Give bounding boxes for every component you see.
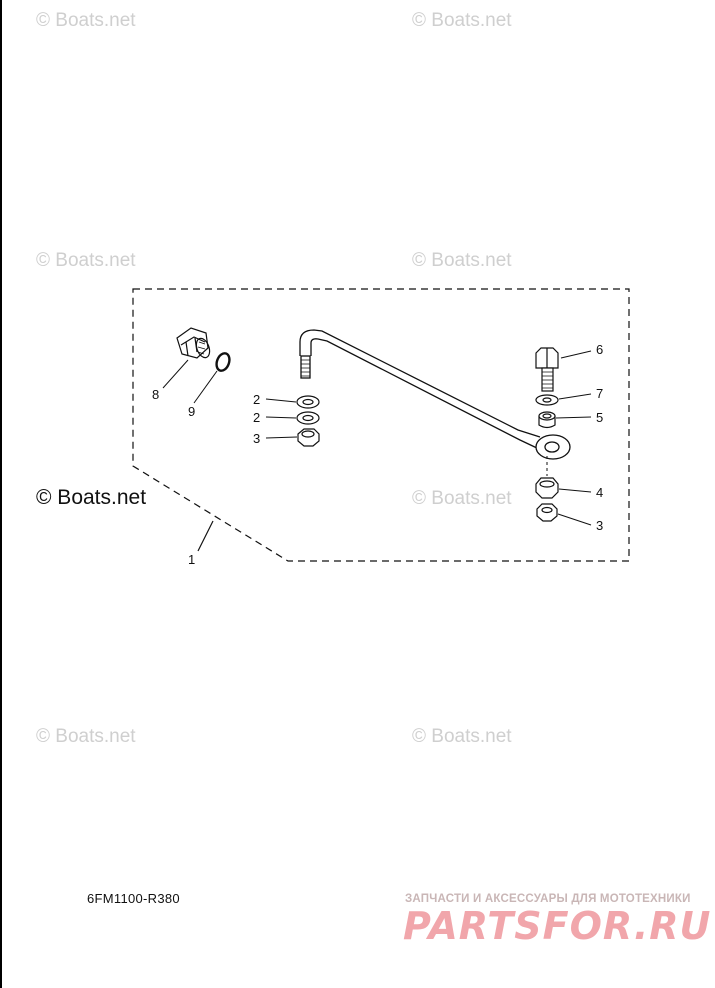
leader-line [558, 393, 592, 400]
part-3-nut-left [297, 428, 320, 447]
leader-line [265, 416, 297, 419]
leader-line [560, 350, 592, 359]
brand-tagline: ЗАПЧАСТИ И АКСЕССУАРЫ ДЛЯ МОТОТЕХНИКИ [405, 893, 691, 905]
leader-line [558, 488, 592, 493]
page-left-border [0, 0, 2, 988]
watermark: © Boats.net [412, 250, 512, 271]
diagram-code: 6FM1100-R380 [87, 891, 180, 906]
part-6-bolt [535, 347, 559, 392]
watermark: © Boats.net [36, 250, 136, 271]
leader-line [557, 513, 592, 526]
part-7-washer [535, 394, 559, 406]
part-5-collar [538, 411, 556, 429]
watermark: © Boats.net [36, 726, 136, 747]
brand-logo: PARTSFOR.RU [403, 904, 712, 948]
callout-2: 2 [253, 410, 260, 425]
watermark: © Boats.net [36, 10, 136, 31]
callout-8: 8 [152, 387, 159, 402]
callout-2: 2 [253, 392, 260, 407]
leader-line [265, 436, 298, 439]
part-3-nut-right [536, 503, 558, 522]
leader-line [197, 520, 214, 552]
leader-line [162, 359, 189, 389]
leader-line [193, 370, 218, 404]
watermark-main: © Boats.net [36, 486, 147, 509]
callout-1: 1 [188, 552, 195, 567]
watermark: © Boats.net [412, 726, 512, 747]
part-9-o-ring [215, 352, 231, 372]
callout-6: 6 [596, 342, 603, 357]
callout-7: 7 [596, 386, 603, 401]
watermark: © Boats.net [412, 10, 512, 31]
kit-outline [132, 288, 630, 562]
leader-line [265, 398, 297, 403]
callout-5: 5 [596, 410, 603, 425]
callout-3: 3 [253, 431, 260, 446]
callout-4: 4 [596, 485, 603, 500]
steering-rod [299, 329, 571, 460]
leader-line [555, 416, 592, 419]
callout-3: 3 [596, 518, 603, 533]
part-8-nut [176, 327, 211, 359]
part-2-washer-upper [296, 395, 320, 409]
part-2-washer-lower [296, 411, 320, 425]
part-4-nut [535, 477, 559, 499]
callout-9: 9 [188, 404, 195, 419]
watermark: © Boats.net [412, 488, 512, 509]
